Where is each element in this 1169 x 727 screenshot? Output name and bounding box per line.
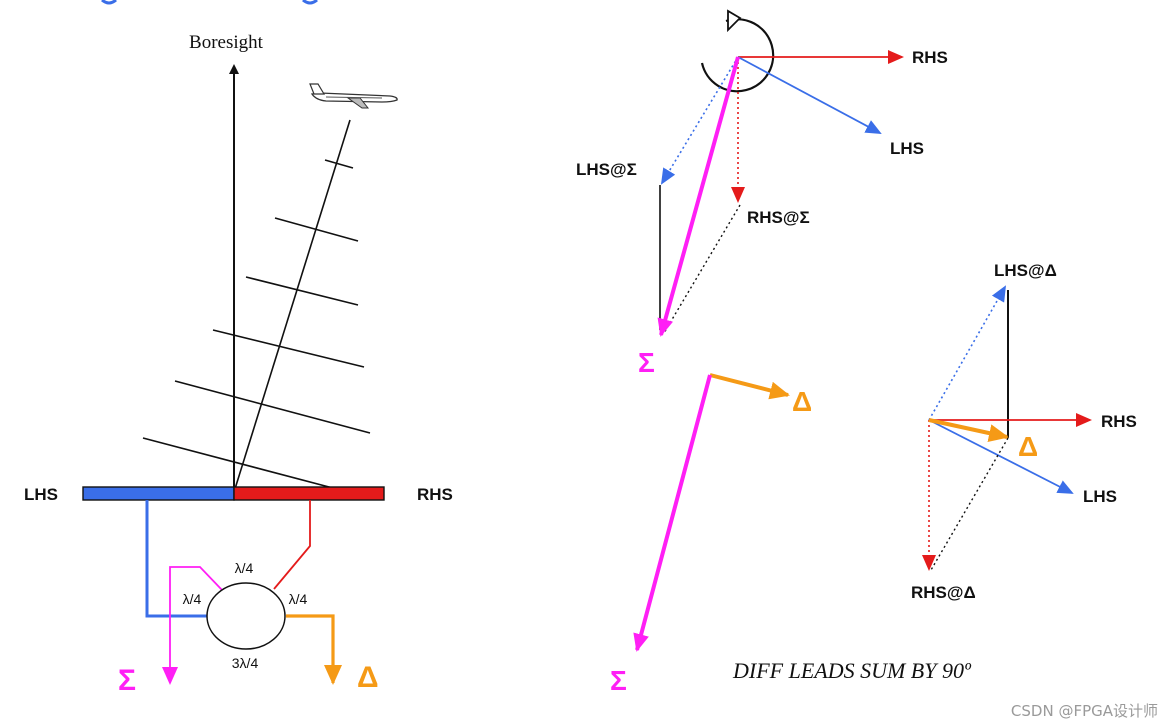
result-diagram: Δ Σ DIFF LEADS SUM BY 90º	[610, 373, 972, 696]
result-sum-symbol: Σ	[610, 665, 627, 696]
rhs-at-sum-label: RHS@Σ	[747, 208, 810, 227]
sum-port-line	[162, 566, 223, 685]
wavefront-4	[212, 329, 365, 368]
rhs-feed-line	[273, 500, 311, 590]
cropped-mark-left	[101, 0, 117, 5]
diff-port-line	[286, 614, 342, 685]
antenna-panel: Boresight LHS RHS λ/4	[24, 32, 453, 697]
watermark: CSDN @FPGA设计师	[1011, 702, 1158, 720]
lhs-at-sum-vector	[660, 56, 739, 185]
lhs-at-diff-label: LHS@Δ	[994, 261, 1057, 280]
port-label-left: λ/4	[183, 591, 202, 607]
port-label-right: λ/4	[289, 591, 308, 607]
lhs-at-sum-label: LHS@Σ	[576, 160, 637, 179]
diff-resultant-vector	[928, 418, 1009, 442]
hybrid-ring	[206, 582, 286, 650]
aircraft-icon	[309, 83, 398, 109]
wavefronts	[142, 159, 371, 493]
cropped-mark-right	[302, 0, 318, 5]
result-diff-vector	[709, 373, 790, 400]
wavefront-2	[274, 217, 359, 242]
rhs-at-diff-label: RHS@Δ	[911, 583, 976, 602]
rotation-arrow-icon	[700, 18, 775, 93]
result-sum-vector	[633, 374, 712, 652]
wavefront-3	[245, 276, 359, 306]
result-caption: DIFF LEADS SUM BY 90º	[732, 658, 972, 683]
diff-rhs-label: RHS	[1101, 412, 1137, 431]
diff-lhs-label: LHS	[1083, 487, 1117, 506]
lhs-vector-label: LHS	[890, 139, 924, 158]
result-diff-symbol: Δ	[792, 386, 812, 417]
lhs-at-diff-vector	[928, 285, 1006, 421]
rhs-antenna-half	[233, 486, 385, 501]
boresight-label: Boresight	[189, 32, 264, 53]
lhs-antenna-label: LHS	[24, 485, 58, 504]
lhs-feed-line	[145, 500, 209, 618]
rotation-arrowhead	[727, 9, 742, 33]
diff-resultant-symbol: Δ	[1018, 431, 1038, 462]
diff-construction-dotted	[930, 437, 1009, 571]
port-label-top: λ/4	[235, 560, 254, 576]
construction-line-dotted	[663, 204, 741, 334]
wavefront-5	[174, 380, 371, 434]
wavefront-1	[324, 159, 354, 169]
wavefront-6	[142, 437, 349, 493]
sum-vector-diagram: RHS LHS LHS@Σ RHS@Σ Σ	[576, 9, 948, 378]
sum-output-symbol: Σ	[118, 664, 136, 697]
diff-vector-diagram: LHS@Δ RHS LHS RHS@Δ Δ	[911, 261, 1137, 602]
lhs-vector	[737, 56, 882, 134]
port-label-bottom: 3λ/4	[232, 655, 259, 671]
rhs-vector-label: RHS	[912, 48, 948, 67]
diff-output-symbol: Δ	[357, 661, 379, 694]
target-line-of-sight	[233, 119, 351, 493]
sum-resultant-vector	[657, 56, 740, 337]
diff-lhs-vector	[928, 419, 1074, 494]
rhs-antenna-label: RHS	[417, 485, 453, 504]
lhs-antenna-half	[82, 486, 235, 501]
sum-resultant-symbol: Σ	[638, 347, 655, 378]
